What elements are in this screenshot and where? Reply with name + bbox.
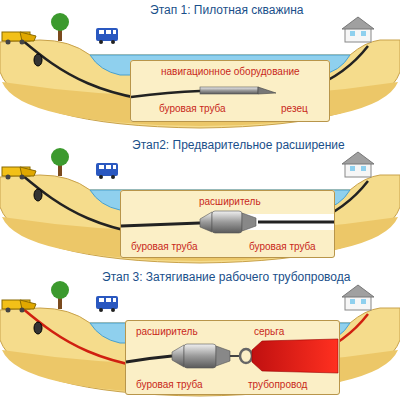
stage-title: Этап 3: Затягивание рабочего трубопровод…	[102, 270, 350, 284]
inset-ground	[130, 60, 330, 122]
part-label: серьга	[254, 326, 284, 338]
inset-box: расширитель буровая труба буровая труба	[120, 190, 335, 258]
house	[342, 152, 374, 177]
drill-rig	[2, 32, 36, 45]
tree	[51, 281, 69, 309]
drill-rig	[2, 167, 36, 180]
tree	[51, 13, 69, 41]
pipe-section	[34, 54, 42, 66]
stage-title: Этап 1: Пилотная скважина	[150, 3, 304, 17]
ground	[0, 308, 400, 396]
inset-box: навигационное оборудование буровая труба р…	[130, 60, 330, 122]
inset-box: расширитель серьга буровая труба трубопрово…	[125, 320, 340, 395]
bus	[96, 296, 118, 312]
stage-title: Этап2: Предварительное расширение	[132, 138, 345, 152]
pilot-tool	[131, 87, 276, 97]
house	[342, 17, 374, 42]
bus	[96, 163, 118, 179]
part-label: буровая труба	[249, 241, 316, 253]
part-label: буровая труба	[131, 241, 198, 253]
house	[342, 285, 374, 310]
reamer-stage2	[121, 211, 334, 233]
part-label: расширитель	[136, 326, 198, 338]
drill-rig	[2, 300, 36, 313]
pipe-section	[34, 189, 42, 201]
part-label: навигационное оборудование	[161, 66, 300, 78]
ground	[0, 175, 400, 263]
part-label: резец	[281, 103, 308, 115]
part-label: расширитель	[199, 196, 261, 208]
ground	[0, 40, 400, 128]
part-label: трубопровод	[248, 379, 307, 391]
part-label: буровая труба	[136, 379, 203, 391]
tree	[51, 148, 69, 176]
inset-ground	[125, 320, 340, 395]
inset-ground	[120, 190, 335, 258]
pullback-assembly	[126, 339, 338, 373]
pipe-section	[34, 322, 42, 334]
bus	[96, 28, 118, 44]
part-label: буровая труба	[159, 103, 226, 115]
